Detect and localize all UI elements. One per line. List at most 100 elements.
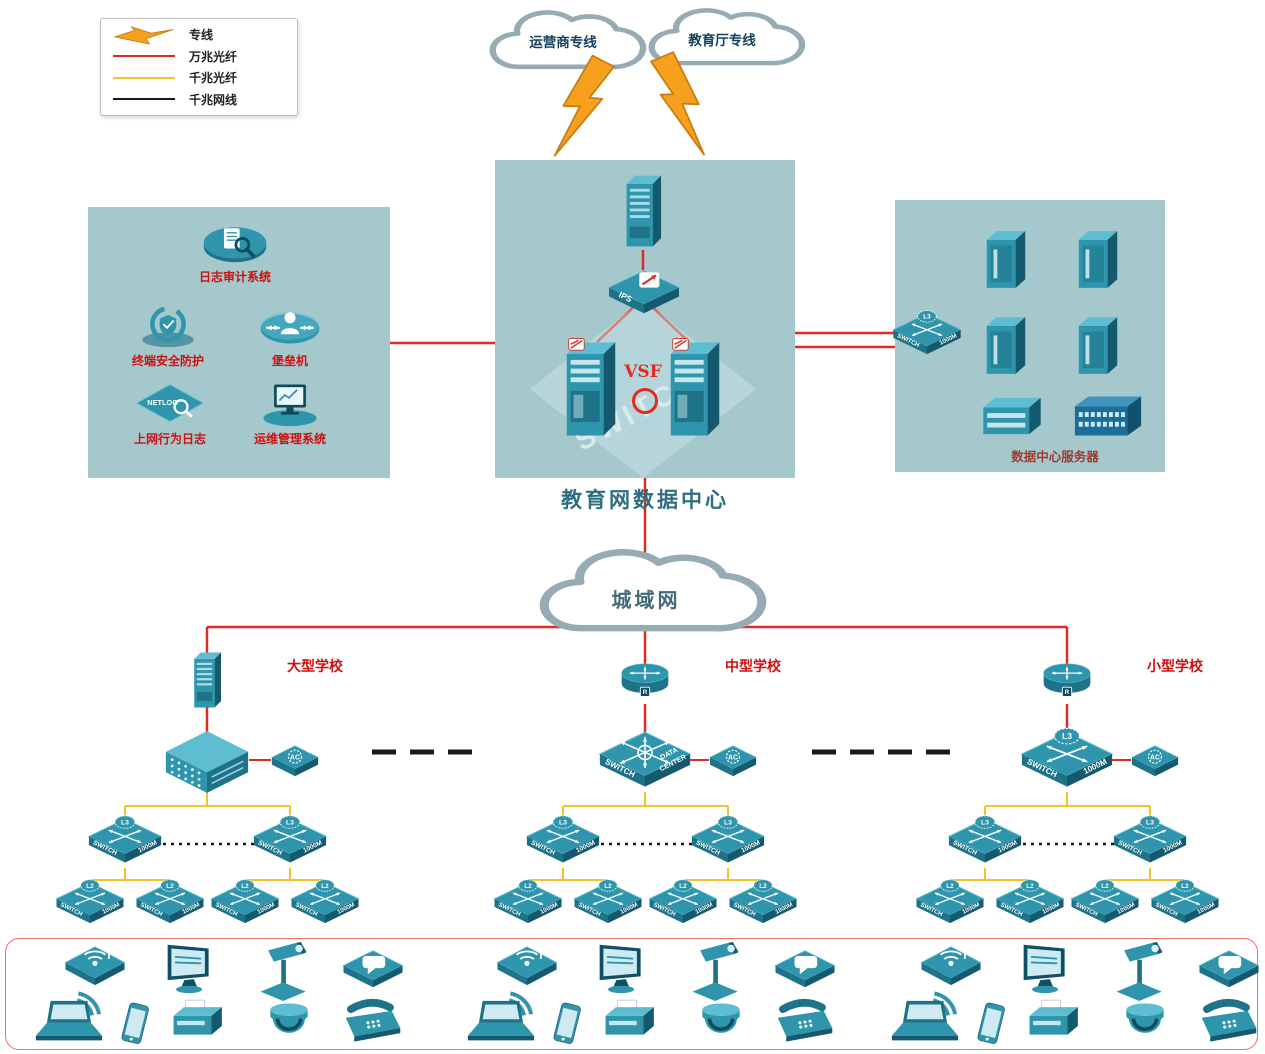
vsf-link-ring	[632, 388, 658, 414]
server-tower	[1073, 228, 1123, 292]
bastion-host-icon	[235, 303, 345, 349]
terminal-security: 终端安全防护	[113, 303, 223, 369]
fax-phone-icon	[768, 999, 842, 1045]
datacenter-internal-lines	[596, 250, 690, 343]
fax-phone-icon	[1192, 999, 1265, 1045]
svg-text:L3: L3	[1146, 820, 1154, 827]
school-router: R	[1039, 654, 1095, 704]
dome-camera-icon	[262, 999, 316, 1047]
ac-controller: AC	[269, 740, 321, 782]
school-router: R	[617, 654, 673, 704]
core-switch-left	[559, 336, 623, 440]
monitor-icon	[592, 941, 652, 995]
wireless-ap-icon	[494, 943, 560, 989]
server-tower	[1073, 314, 1123, 378]
security-management-panel: 日志审计系统 终端安全防护 堡垒机 NETLOG 上网行为日志 运维管理系统	[88, 207, 390, 478]
svg-text:L2: L2	[679, 883, 687, 890]
svg-text:L2: L2	[1026, 883, 1034, 890]
server-tower	[981, 314, 1031, 378]
svg-text:R: R	[643, 689, 648, 696]
laptop-icon	[888, 999, 962, 1045]
legend-row-dedicated: 专线	[111, 25, 287, 45]
svg-text:L2: L2	[241, 883, 249, 890]
rack-server	[979, 394, 1045, 438]
dome-camera-icon	[694, 999, 748, 1047]
ops-management-icon	[235, 381, 345, 427]
terminal-security-label: 终端安全防护	[131, 354, 204, 368]
log-audit-system: 日志审计系统	[180, 219, 290, 285]
svg-text:L3: L3	[724, 820, 732, 827]
lightning-bolt-right	[643, 46, 716, 166]
ops-management: 运维管理系统	[235, 381, 345, 447]
ops-management-label: 运维管理系统	[253, 432, 326, 446]
lightning-icon	[111, 25, 177, 45]
ip-camera-icon	[686, 941, 748, 1001]
svg-text:L3: L3	[923, 314, 931, 321]
legend: 专线 万兆光纤 千兆光纤 千兆网线	[100, 18, 298, 116]
wireless-ap-icon	[62, 943, 128, 989]
servers-caption: 数据中心服务器	[1011, 450, 1099, 464]
legend-row-1g-fiber: 千兆光纤	[111, 68, 287, 88]
black-line-swatch	[111, 89, 177, 109]
rack-switch	[1071, 390, 1145, 442]
voip-phone-icon	[772, 947, 838, 991]
netlog-icon: NETLOG	[115, 381, 225, 427]
red-line-swatch	[111, 46, 177, 66]
monitor-icon	[1016, 941, 1076, 995]
cloud-carrier-label: 运营商专线	[529, 35, 597, 50]
printer-icon	[164, 995, 228, 1045]
datacenter-caption: 教育网数据中心	[561, 487, 729, 512]
legend-label: 千兆网线	[189, 92, 238, 107]
school-name: 小型学校	[1147, 658, 1203, 674]
endpoint-devices-area	[5, 938, 1260, 1050]
cloud-education-line: 教育厅专线	[646, 6, 806, 72]
vsf-label: VSF	[624, 362, 662, 382]
svg-text:L2: L2	[759, 883, 767, 890]
ac-controller: AC	[707, 740, 759, 782]
yellow-line-swatch	[111, 68, 177, 88]
printer-icon	[596, 995, 660, 1045]
datacenter-core-panel: SWITCH IPS VSF	[495, 160, 795, 479]
svg-text:L2: L2	[86, 883, 94, 890]
svg-text:L2: L2	[321, 883, 329, 890]
svg-text:L3: L3	[286, 820, 294, 827]
cloud-metro-network: 城域网	[536, 546, 767, 641]
fax-phone-icon	[336, 999, 410, 1045]
endpoint-group-1	[26, 939, 418, 1049]
svg-text:AC: AC	[728, 755, 738, 762]
legend-label: 万兆光纤	[189, 49, 238, 64]
svg-text:AC: AC	[1150, 755, 1160, 762]
dome-camera-icon	[1118, 999, 1172, 1047]
ip-camera-icon	[1110, 941, 1172, 1001]
svg-text:L2: L2	[946, 883, 954, 890]
printer-icon	[1020, 995, 1084, 1045]
log-audit-label: 日志审计系统	[198, 270, 271, 284]
school-name: 中型学校	[725, 658, 781, 674]
smartphone-icon	[964, 1001, 1018, 1047]
legend-label: 专线	[189, 28, 214, 43]
svg-text:AC: AC	[290, 755, 300, 762]
svg-text:L2: L2	[604, 883, 612, 890]
log-audit-icon	[180, 219, 290, 265]
smartphone-icon	[540, 1001, 594, 1047]
monitor-icon	[160, 941, 220, 995]
netlog-system: NETLOG 上网行为日志	[115, 381, 225, 447]
